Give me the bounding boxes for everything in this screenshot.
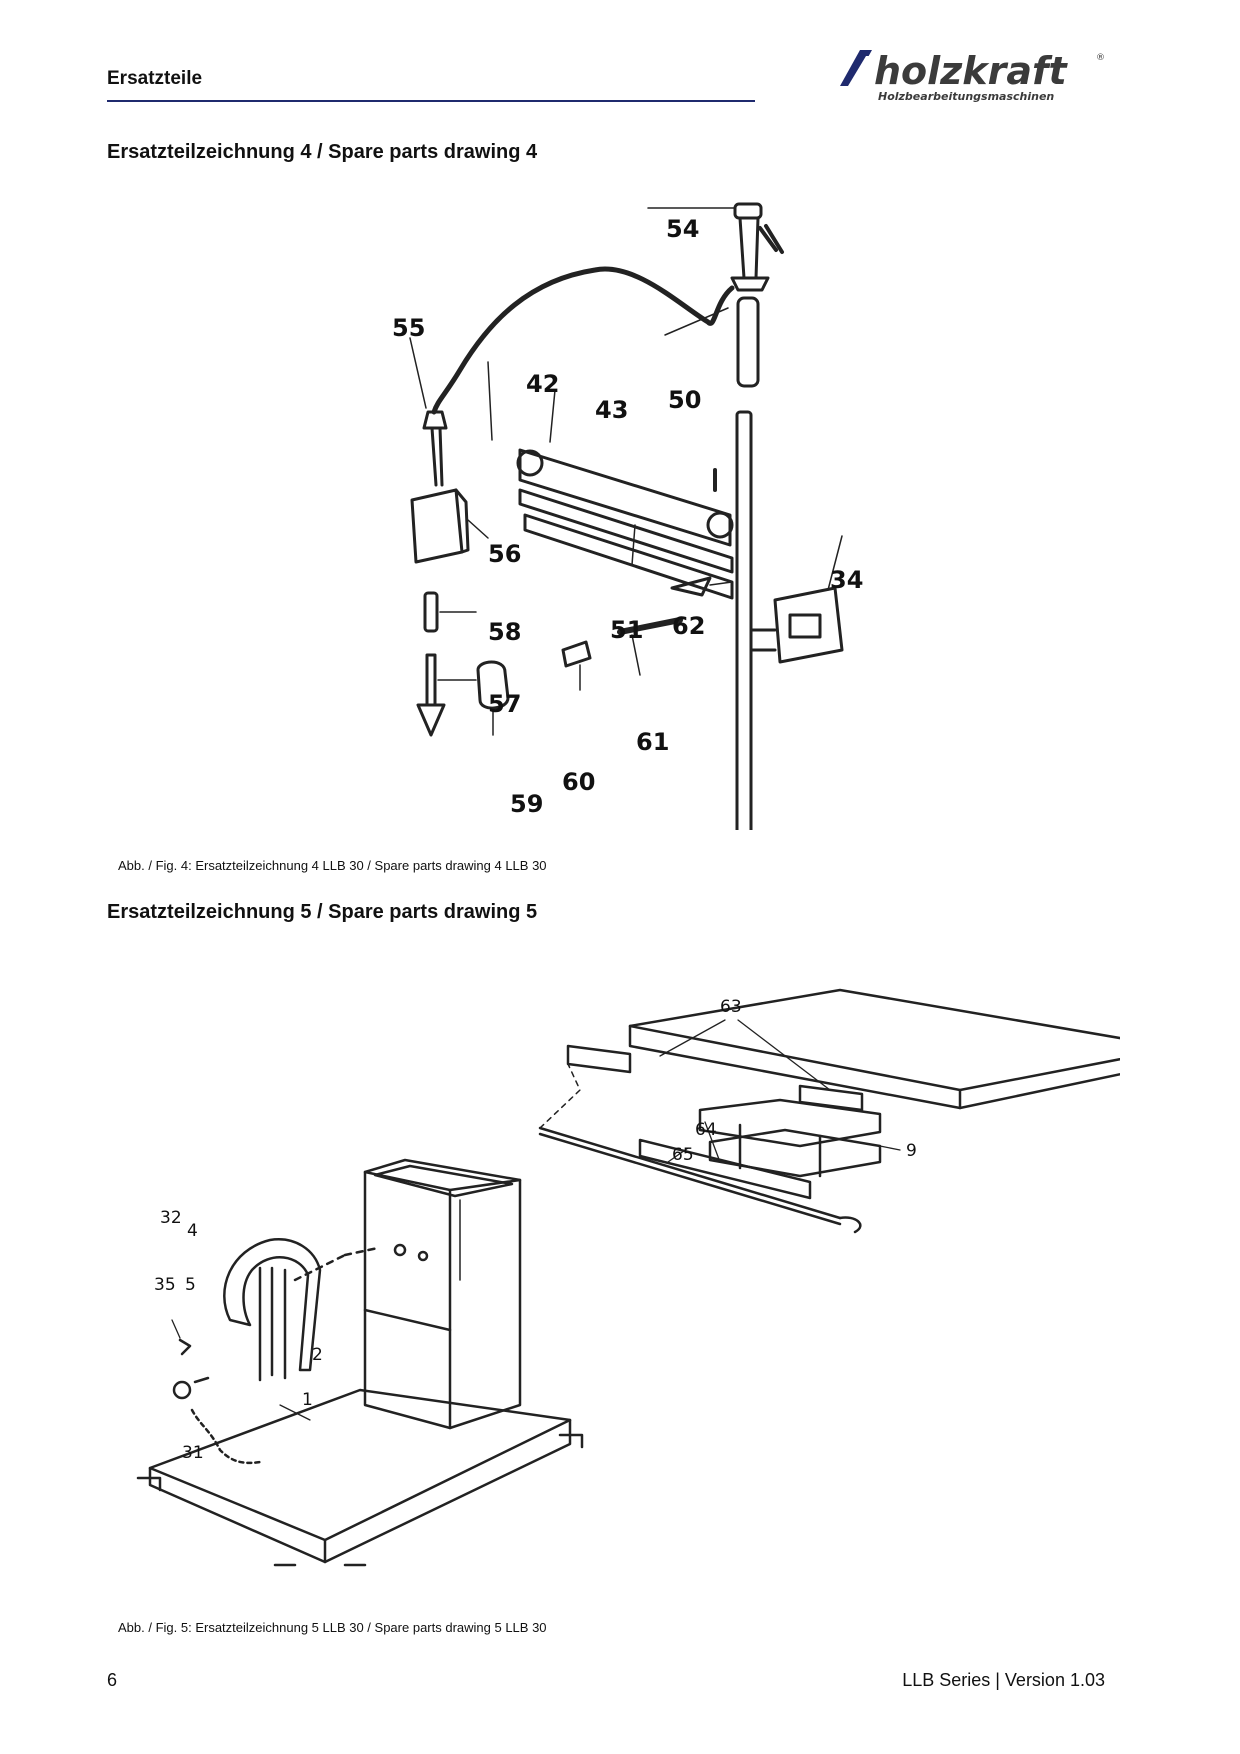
callout-57: 57	[488, 690, 521, 718]
callout-42: 42	[526, 370, 559, 398]
document-version: LLB Series | Version 1.03	[902, 1670, 1105, 1690]
callout-5: 5	[185, 1275, 196, 1295]
figure5-drawing: 63 64 65 9 32 4 35 5 2 1 31	[120, 950, 1180, 1610]
callout-50: 50	[668, 386, 701, 414]
brand-logo: holzkraft ® Holzbearbeitungsmaschinen	[830, 44, 1120, 106]
callout-59: 59	[510, 790, 543, 818]
figure5-heading: Ersatzteilzeichnung 5 / Spare parts draw…	[107, 901, 538, 923]
callout-65: 65	[672, 1145, 694, 1165]
section-title: Ersatzteile	[107, 68, 203, 89]
callout-58: 58	[488, 618, 521, 646]
logo-tagline: Holzbearbeitungsmaschinen	[878, 90, 1054, 103]
callout-32: 32	[160, 1208, 182, 1228]
callout-55: 55	[392, 314, 425, 342]
figure4-caption: Abb. / Fig. 4: Ersatzteilzeichnung 4 LLB…	[118, 858, 547, 873]
callout-56: 56	[488, 540, 521, 568]
figure5-caption: Abb. / Fig. 5: Ersatzteilzeichnung 5 LLB…	[118, 1620, 547, 1635]
callout-62: 62	[672, 612, 705, 640]
callout-31: 31	[182, 1443, 204, 1463]
callout-9: 9	[906, 1141, 917, 1161]
header-rule	[107, 100, 755, 102]
callout-64: 64	[695, 1120, 717, 1140]
svg-text:®: ®	[1096, 53, 1105, 63]
page-number: 6	[107, 1670, 118, 1690]
callout-1: 1	[302, 1390, 313, 1410]
callout-54: 54	[666, 215, 699, 243]
callout-61: 61	[636, 728, 669, 756]
callout-63: 63	[720, 997, 742, 1017]
logo-wordmark: holzkraft	[874, 49, 1068, 93]
callout-35: 35	[154, 1275, 176, 1295]
callout-2: 2	[312, 1345, 323, 1365]
callout-60: 60	[562, 768, 595, 796]
callout-43: 43	[595, 396, 628, 424]
figure4-drawing: 54 55 50 42 43 56 34 51 62 58 57 61 60 5…	[380, 190, 880, 932]
callout-34: 34	[830, 566, 863, 594]
figure4-heading: Ersatzteilzeichnung 4 / Spare parts draw…	[107, 141, 538, 163]
callout-51: 51	[610, 616, 643, 644]
callout-4: 4	[187, 1221, 198, 1241]
